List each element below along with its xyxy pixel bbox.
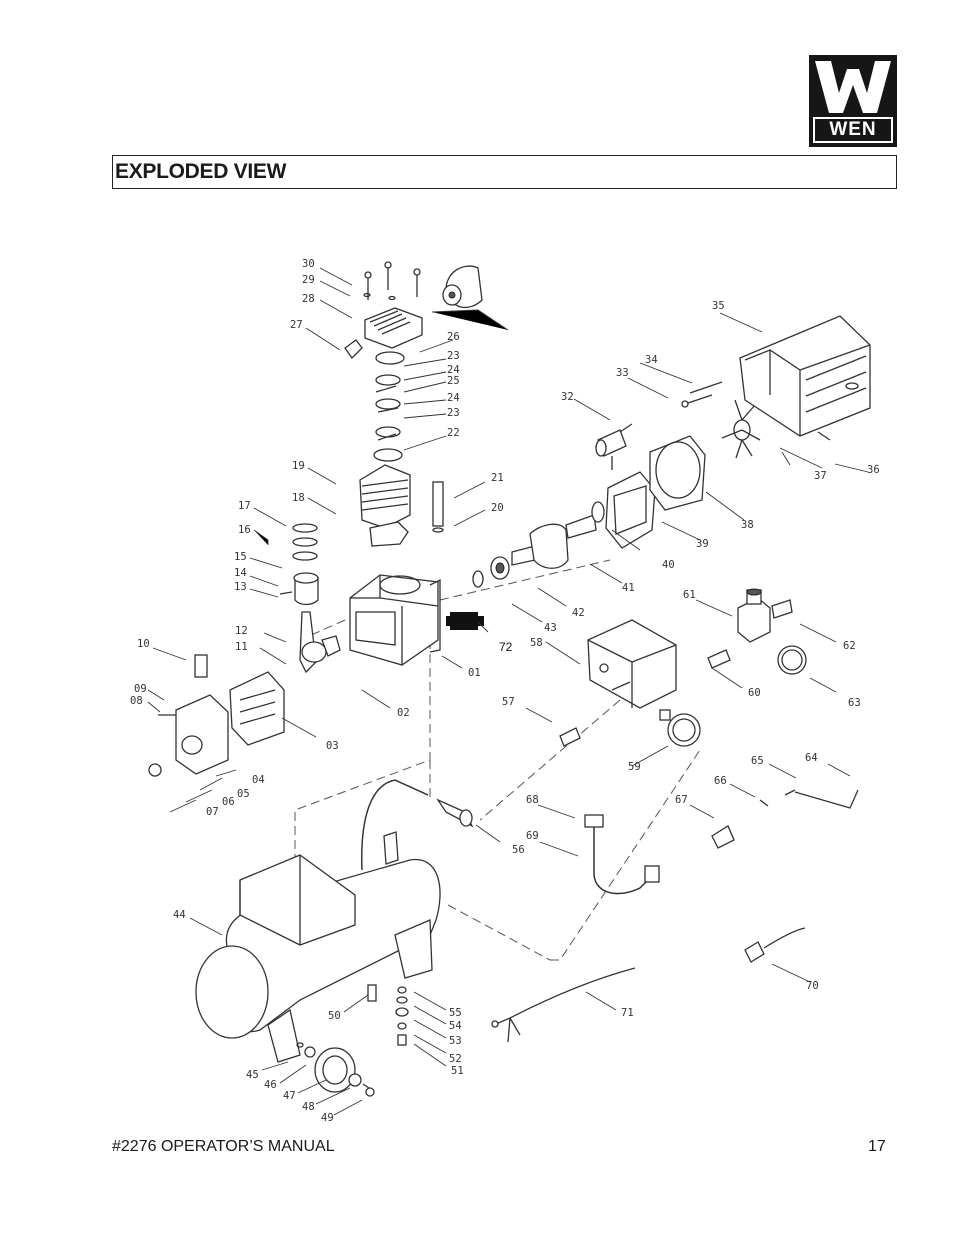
callout-68: 68 [526, 794, 539, 806]
callout-60: 60 [748, 687, 761, 699]
wen-w-mark-icon [815, 61, 891, 113]
callout-15: 15 [234, 551, 247, 563]
callout-71: 71 [621, 1007, 634, 1019]
page-number: 17 [868, 1138, 886, 1155]
callout-14: 14 [234, 567, 247, 579]
pressure-switch-group [559, 619, 701, 747]
wheel-group [304, 1046, 375, 1097]
callout-10: 10 [137, 638, 150, 650]
callout-34: 34 [645, 354, 658, 366]
callout-66: 66 [714, 775, 727, 787]
callout-35: 35 [712, 300, 725, 312]
callout-24b: 24 [447, 392, 460, 404]
drain-valve-group [367, 984, 409, 1046]
callout-50: 50 [328, 1010, 341, 1022]
callout-39: 39 [696, 538, 709, 550]
callout-16: 16 [238, 524, 251, 536]
callout-55: 55 [449, 1007, 462, 1019]
callout-25: 25 [447, 375, 460, 387]
callout-29: 29 [302, 274, 315, 286]
manual-title-footer: #2276 OPERATOR’S MANUAL [112, 1138, 335, 1155]
callout-20: 20 [491, 502, 504, 514]
callout-32: 32 [561, 391, 574, 403]
callout-51: 51 [451, 1065, 464, 1077]
tubing-group [584, 789, 859, 895]
callout-21: 21 [491, 472, 504, 484]
callout-26: 26 [447, 331, 460, 343]
callout-44: 44 [173, 909, 186, 921]
callout-45: 45 [246, 1069, 259, 1081]
tank-group [195, 831, 441, 1063]
callout-27: 27 [290, 319, 303, 331]
callout-57: 57 [502, 696, 515, 708]
cylinder-head-group [344, 261, 483, 547]
callout-18: 18 [292, 492, 305, 504]
wen-logo-text: WEN [813, 117, 893, 143]
regulator-group [707, 588, 807, 675]
callout-42: 42 [572, 607, 585, 619]
callout-02: 02 [397, 707, 410, 719]
callout-43: 43 [544, 622, 557, 634]
callout-06: 06 [222, 796, 235, 808]
callout-48: 48 [302, 1101, 315, 1113]
callout-labels: 30 29 28 27 26 23 24 25 24 23 22 19 21 1… [130, 258, 880, 1124]
callout-19: 19 [292, 460, 305, 472]
callout-05: 05 [237, 788, 250, 800]
shroud-group [739, 315, 871, 441]
callout-23b: 23 [447, 407, 460, 419]
callout-59: 59 [628, 761, 641, 773]
section-title: EXPLODED VIEW [115, 160, 287, 183]
motor-shaft-group [472, 381, 761, 588]
callout-07: 07 [206, 806, 219, 818]
callout-53: 53 [449, 1035, 462, 1047]
callout-41: 41 [622, 582, 635, 594]
callout-22: 22 [447, 427, 460, 439]
callout-36: 36 [867, 464, 880, 476]
callout-30: 30 [302, 258, 315, 270]
callout-70: 70 [806, 980, 819, 992]
callout-11: 11 [235, 641, 248, 653]
callout-23: 23 [447, 350, 460, 362]
callout-08: 08 [130, 695, 143, 707]
callout-01: 01 [468, 667, 481, 679]
callout-47: 47 [283, 1090, 296, 1102]
callout-62: 62 [843, 640, 856, 652]
callout-49: 49 [321, 1112, 334, 1124]
callout-54: 54 [449, 1020, 462, 1032]
callout-69: 69 [526, 830, 539, 842]
callout-09: 09 [134, 683, 147, 695]
callout-33: 33 [616, 367, 629, 379]
callout-65: 65 [751, 755, 764, 767]
callout-64: 64 [805, 752, 818, 764]
callout-12: 12 [235, 625, 248, 637]
piston-rod-group [279, 523, 341, 674]
callout-04: 04 [252, 774, 265, 786]
callout-67: 67 [675, 794, 688, 806]
callout-24: 24 [447, 364, 460, 376]
callout-38: 38 [741, 519, 754, 531]
callout-13: 13 [234, 581, 247, 593]
callout-52: 52 [449, 1053, 462, 1065]
discharge-tube-group [361, 779, 474, 871]
power-cord-group [491, 927, 806, 1043]
callout-40: 40 [662, 559, 675, 571]
part-72-icon [446, 612, 484, 630]
callout-46: 46 [264, 1079, 277, 1091]
callout-28: 28 [302, 293, 315, 305]
wen-logo: WEN [809, 55, 897, 147]
callout-17: 17 [238, 500, 251, 512]
crankcase-group [349, 574, 441, 666]
callout-03: 03 [326, 740, 339, 752]
callout-61: 61 [683, 589, 696, 601]
callout-72: 72 [499, 640, 513, 654]
callout-56: 56 [512, 844, 525, 856]
side-cover-group [148, 654, 285, 777]
section-header: EXPLODED VIEW [112, 155, 897, 189]
callout-63: 63 [848, 697, 861, 709]
callout-58: 58 [530, 637, 543, 649]
callout-37: 37 [814, 470, 827, 482]
leader-lines [147, 267, 869, 1116]
